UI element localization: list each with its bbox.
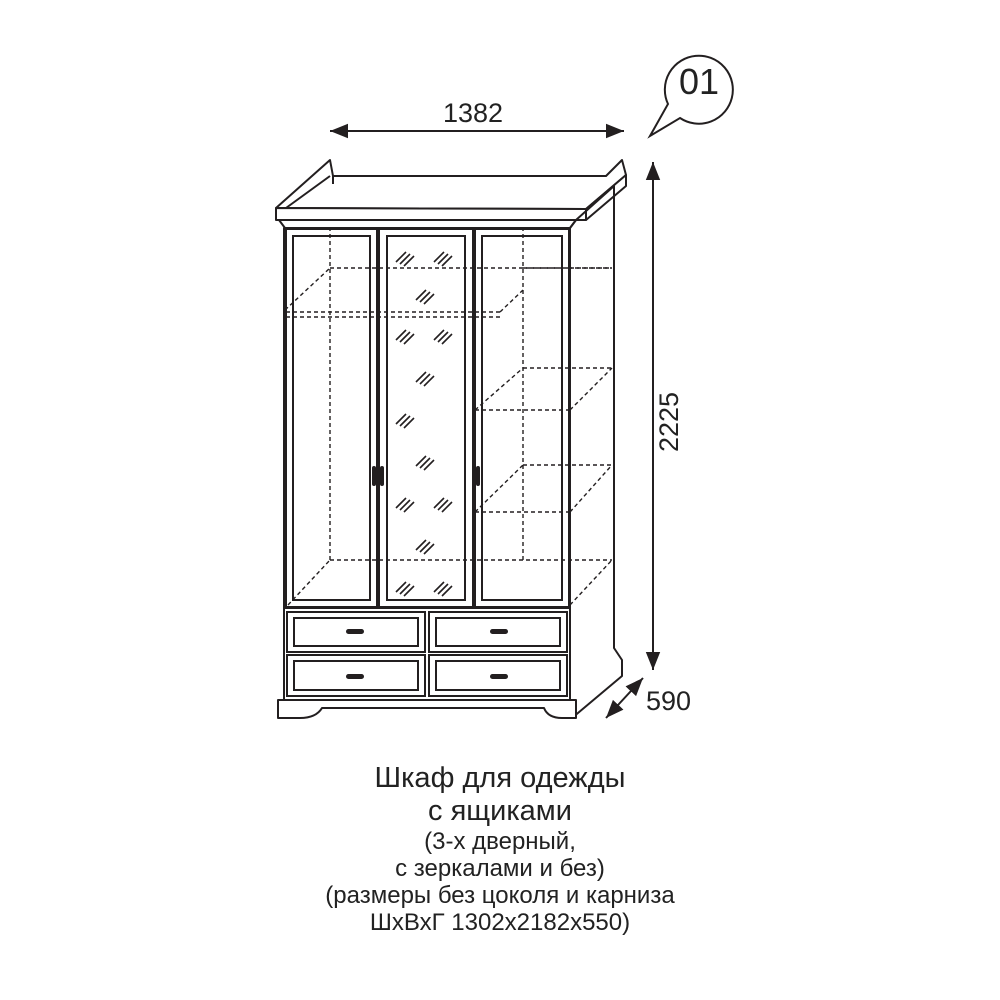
caption-title-line-1: Шкаф для одежды: [374, 762, 626, 794]
caption-title-line-2: с ящиками: [428, 795, 572, 827]
caption-note-line-3: (размеры без цоколя и карниза: [325, 882, 675, 909]
door-handle-icon: [372, 466, 480, 486]
cabinet-body: [283, 185, 623, 719]
caption-note-line-4: ШхВхГ 1302х2182х550): [369, 909, 631, 936]
item-number-badge: 01: [678, 61, 720, 102]
width-dimension-label: 1382: [443, 98, 504, 128]
wardrobe-drawing: [275, 54, 734, 719]
caption-note-line-1: (3-х дверный,: [424, 828, 576, 855]
plinth: [277, 699, 577, 719]
left-door: [285, 228, 378, 608]
depth-dimension-label: 590: [646, 686, 692, 716]
caption: Шкаф для одежды с ящиками (3-х дверный, …: [150, 762, 850, 936]
right-door: [474, 228, 570, 608]
drawer-section: [283, 607, 571, 701]
cornice: [275, 159, 627, 229]
callout-bubble-icon: [647, 54, 734, 139]
drawer-handle-icon: [346, 629, 508, 679]
depth-dimension-line: [605, 677, 644, 719]
mirror-hatch-icon: [395, 251, 453, 597]
center-mirror-door: [378, 228, 474, 608]
height-dimension-label: 2225: [654, 391, 684, 452]
caption-note-line-2: с зеркалами и без): [395, 855, 605, 882]
